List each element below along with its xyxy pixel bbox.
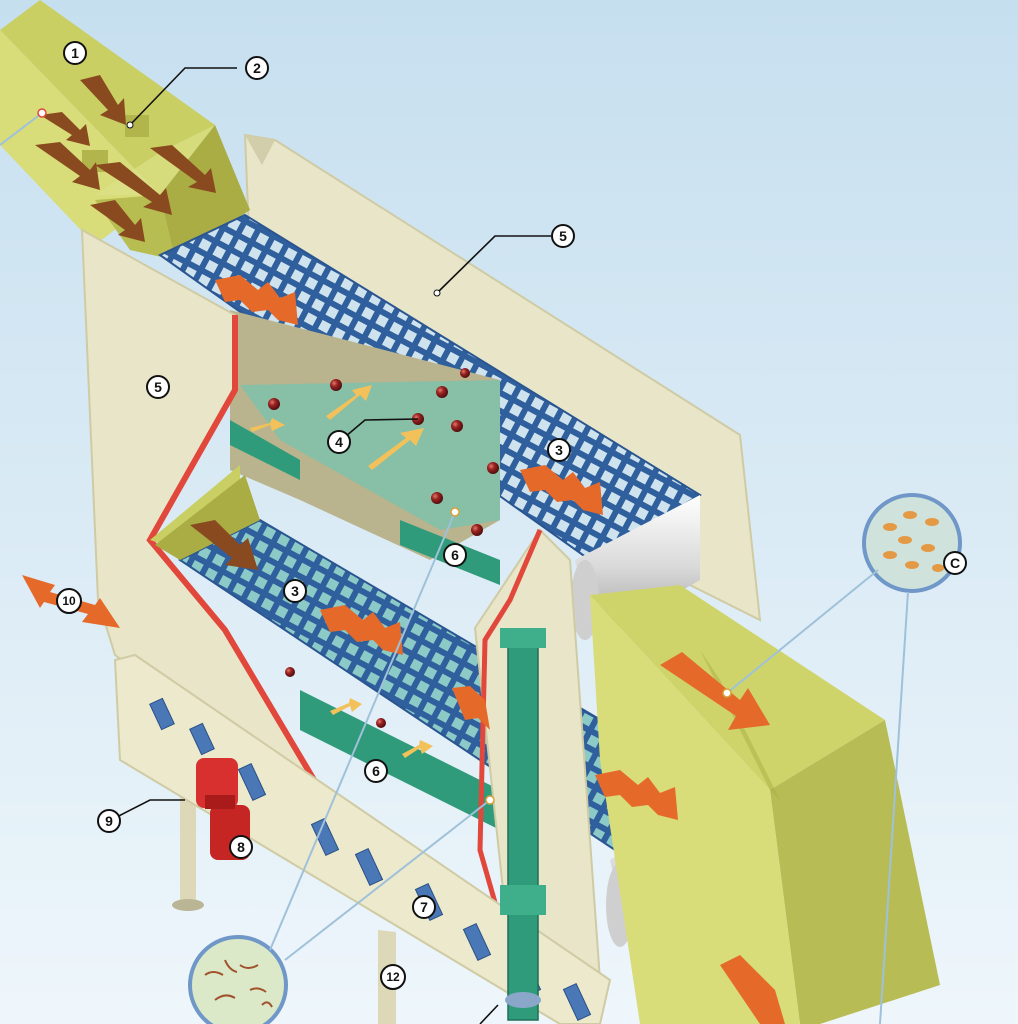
svg-text:10: 10 (62, 594, 76, 608)
svg-text:7: 7 (420, 899, 428, 915)
label-7: 7 (412, 895, 436, 919)
label-1: 1 (63, 41, 87, 65)
svg-text:6: 6 (372, 763, 380, 779)
deck-flow-arrows (215, 275, 678, 820)
svg-text:C: C (950, 555, 960, 571)
svg-text:5: 5 (154, 379, 162, 395)
transfer-arrow (190, 520, 258, 570)
label-6-lower: 6 (364, 759, 388, 783)
callout-lines (0, 112, 909, 1024)
leader-lines (37, 67, 732, 1024)
discharge-arrow-lower (720, 955, 785, 1024)
discharge-arrow (660, 652, 770, 730)
svg-text:9: 9 (105, 813, 113, 829)
svg-text:1: 1 (71, 45, 79, 61)
label-10: 10 (56, 588, 82, 614)
svg-text:3: 3 (555, 442, 563, 458)
label-12: 12 (380, 964, 406, 990)
label-3-upper: 3 (547, 438, 571, 462)
grain-callout-icon (862, 493, 962, 593)
label-5-front: 5 (146, 375, 170, 399)
fine-flow-arrows (250, 385, 433, 758)
label-4: 4 (327, 430, 351, 454)
label-8: 8 (229, 835, 253, 859)
label-2: 2 (245, 56, 269, 80)
svg-text:12: 12 (386, 970, 400, 984)
base-frame (113, 653, 612, 1024)
label-5-back: 5 (551, 224, 575, 248)
fiber-callout-icon (188, 935, 288, 1024)
svg-text:6: 6 (451, 547, 459, 563)
label-c: C (943, 551, 967, 575)
svg-text:2: 2 (253, 60, 261, 76)
svg-text:4: 4 (335, 434, 343, 450)
label-6-upper: 6 (443, 543, 467, 567)
svg-text:8: 8 (237, 839, 245, 855)
label-3-lower: 3 (283, 579, 307, 603)
front-side-wall (80, 228, 323, 792)
svg-text:3: 3 (291, 583, 299, 599)
svg-text:5: 5 (559, 228, 567, 244)
vertical-shaft (500, 628, 546, 1021)
discharge-chute (590, 585, 940, 1024)
feed-arrows (35, 75, 216, 242)
label-9: 9 (97, 809, 121, 833)
